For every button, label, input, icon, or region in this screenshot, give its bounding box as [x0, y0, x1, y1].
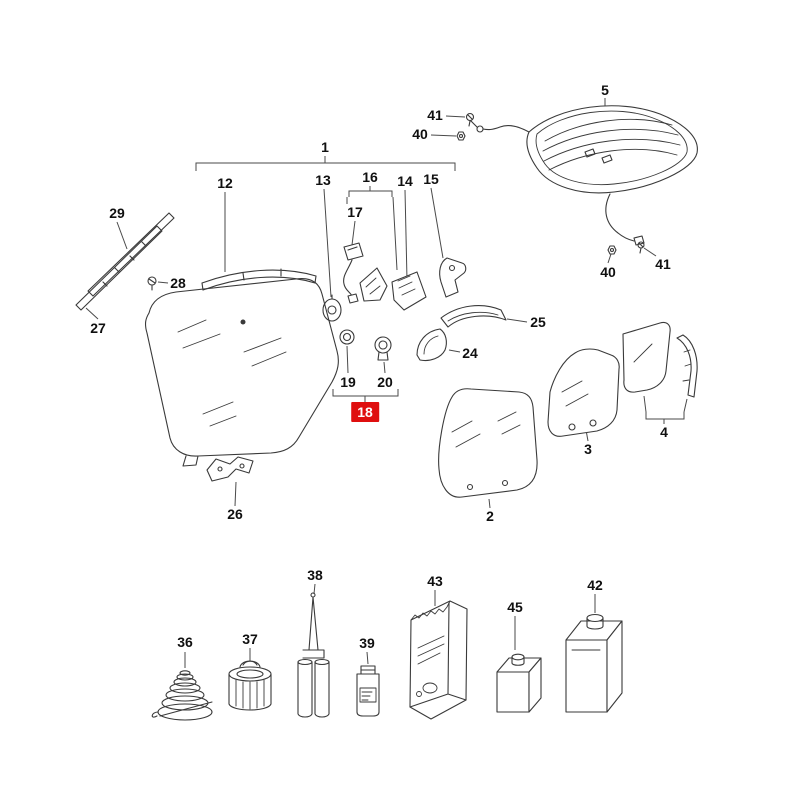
trim-strip-27 — [75, 225, 163, 311]
ring-19 — [339, 329, 355, 345]
callout-36: 36 — [177, 634, 193, 650]
callout-14: 14 — [397, 173, 413, 189]
callout-37: 37 — [242, 631, 258, 647]
pouch-43 — [409, 600, 468, 720]
callout-13: 13 — [315, 172, 331, 188]
windshield-glass — [144, 278, 339, 467]
callout-45: 45 — [507, 599, 523, 615]
callout-20: 20 — [377, 374, 393, 390]
callout-29: 29 — [109, 205, 125, 221]
callout-24: 24 — [462, 345, 478, 361]
callout-16: 16 — [362, 169, 378, 185]
wire-coil-cone-36 — [151, 670, 213, 721]
screw-41-bottom — [637, 241, 645, 254]
nut-40-top — [456, 131, 466, 141]
bracket-26 — [206, 456, 254, 482]
large-can-42 — [565, 613, 623, 713]
callout-5: 5 — [601, 82, 609, 98]
bracket-15 — [439, 257, 467, 298]
callout-18-highlighted: 18 — [351, 402, 379, 422]
nut-40-bottom — [607, 245, 617, 255]
callout-1: 1 — [321, 139, 329, 155]
callout-39: 39 — [359, 635, 375, 651]
callout-4: 4 — [660, 424, 668, 440]
callout-3: 3 — [584, 441, 592, 457]
grommet-20 — [374, 336, 392, 361]
quarter-glass-seal-4 — [676, 334, 698, 398]
screw-41-top — [465, 112, 475, 127]
sensor-bracket-16 — [359, 267, 388, 302]
callout-40a: 40 — [412, 126, 428, 142]
hatch-wiring-top — [470, 120, 530, 133]
cover-strip-25 — [440, 305, 507, 328]
applicator-cartridges-38 — [297, 592, 330, 718]
callout-41b: 41 — [655, 256, 671, 272]
callout-15: 15 — [423, 171, 439, 187]
grommet-13 — [322, 294, 342, 322]
quarter-glass-4 — [622, 321, 671, 393]
trim-strip-29 — [87, 212, 175, 297]
callout-17: 17 — [347, 204, 363, 220]
clip-28 — [147, 276, 157, 291]
mirror-base-cover-24 — [416, 328, 447, 362]
callout-19: 19 — [340, 374, 356, 390]
callout-43: 43 — [427, 573, 443, 589]
leader-lines — [85, 98, 688, 668]
callout-40b: 40 — [600, 264, 616, 280]
sensor-17 — [343, 242, 364, 304]
callout-2: 2 — [486, 508, 494, 524]
callout-26: 26 — [227, 506, 243, 522]
hatch-wiring-bottom — [605, 193, 645, 246]
front-door-glass-2 — [438, 388, 538, 498]
callout-38: 38 — [307, 567, 323, 583]
callout-27: 27 — [90, 320, 106, 336]
callout-42: 42 — [587, 577, 603, 593]
callout-25: 25 — [530, 314, 546, 330]
mount-plate-14 — [391, 271, 427, 311]
callout-12: 12 — [217, 175, 233, 191]
small-can-45 — [496, 653, 542, 713]
wire-spool-37 — [228, 660, 272, 711]
rear-door-glass-3 — [547, 348, 620, 437]
callout-28: 28 — [170, 275, 186, 291]
rear-hatch-glass-5 — [526, 105, 698, 194]
primer-bottle-39 — [356, 665, 380, 717]
callout-41a: 41 — [427, 107, 443, 123]
windshield-moulding — [201, 268, 317, 291]
